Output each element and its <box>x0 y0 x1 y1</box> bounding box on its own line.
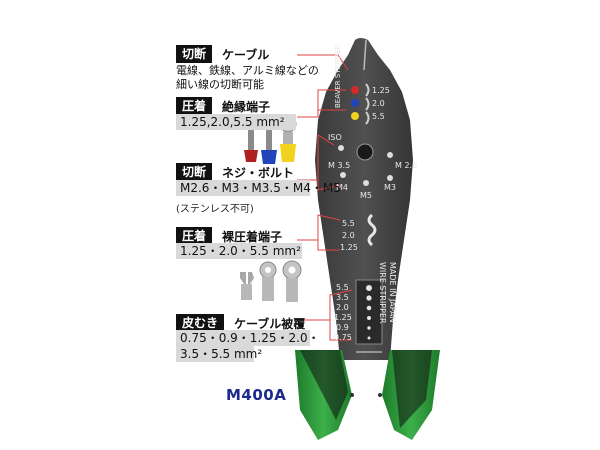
screw-label-m26: M 2.6 <box>395 161 417 170</box>
screw-label-m4: M4 <box>336 183 348 192</box>
strip-sizes-line2: 3.5・5.5 mm² <box>176 346 262 362</box>
title-bare-terminal: 裸圧着端子 <box>222 230 283 244</box>
strip-size-0: 5.5 <box>336 283 349 292</box>
small-jaw-text: BEAVER STRIPPER <box>334 45 342 108</box>
tool-body <box>315 38 413 360</box>
strip-sizes-line1: 0.75・0.9・1.25・2.0・ <box>176 330 320 346</box>
screw-label-m3: M3 <box>384 183 396 192</box>
screw-label-m35: M 3.5 <box>328 161 350 170</box>
insulated-sizes-band: 1.25,2.0,5.5 mm² <box>176 114 296 130</box>
dot-blue <box>351 99 359 107</box>
bare-sizes-band: 1.25・2.0・5.5 mm² <box>176 243 302 259</box>
tag-cut-cable: 切断 <box>176 45 213 63</box>
strip-size-5: 0.75 <box>334 333 352 342</box>
strip-size-1: 3.5 <box>336 293 349 302</box>
screw-label-m5: M5 <box>360 191 372 200</box>
dot-label-1: 1.25 <box>372 86 390 95</box>
crimp-size-55: 5.5 <box>342 219 355 228</box>
stainless-note: (ステンレス不可) <box>176 204 254 215</box>
crimp-size-20: 2.0 <box>342 231 355 240</box>
cable-desc-line2: 細い線の切断可能 <box>176 78 264 91</box>
cable-desc-line1: 電線、鉄線、アルミ線などの <box>176 64 319 77</box>
strip-size-4: 0.9 <box>336 323 349 332</box>
tag-cut-bolt: 切断 <box>176 163 213 181</box>
dot-label-3: 5.5 <box>372 112 385 121</box>
iso-label: ISO <box>328 133 342 142</box>
dot-yellow <box>351 112 359 120</box>
tag-crimp-bare: 圧着 <box>176 227 213 245</box>
wire-stripper-text: WIRE STRIPPER <box>378 262 387 324</box>
model-name: M400A <box>226 386 287 404</box>
title-insulated-terminal: 絶縁端子 <box>222 100 271 114</box>
title-cable: ケーブル <box>222 48 270 62</box>
tag-strip: 皮むき <box>176 314 225 332</box>
title-cable-sheath: ケーブル被覆 <box>234 317 306 331</box>
bare-terminals-icon <box>240 260 302 302</box>
dot-red <box>351 86 359 94</box>
bolt-sizes-band: M2.6・M3・M3.5・M4・M5 <box>176 180 341 196</box>
title-screw-bolt: ネジ・ボルト <box>222 166 295 180</box>
tag-crimp-insulated: 圧着 <box>176 97 213 115</box>
dot-label-2: 2.0 <box>372 99 385 108</box>
made-in-text: MADE IN JAPAN <box>388 262 397 322</box>
strip-size-3: 1.25 <box>334 313 352 322</box>
strip-size-2: 2.0 <box>336 303 349 312</box>
crimp-size-125: 1.25 <box>340 243 358 252</box>
